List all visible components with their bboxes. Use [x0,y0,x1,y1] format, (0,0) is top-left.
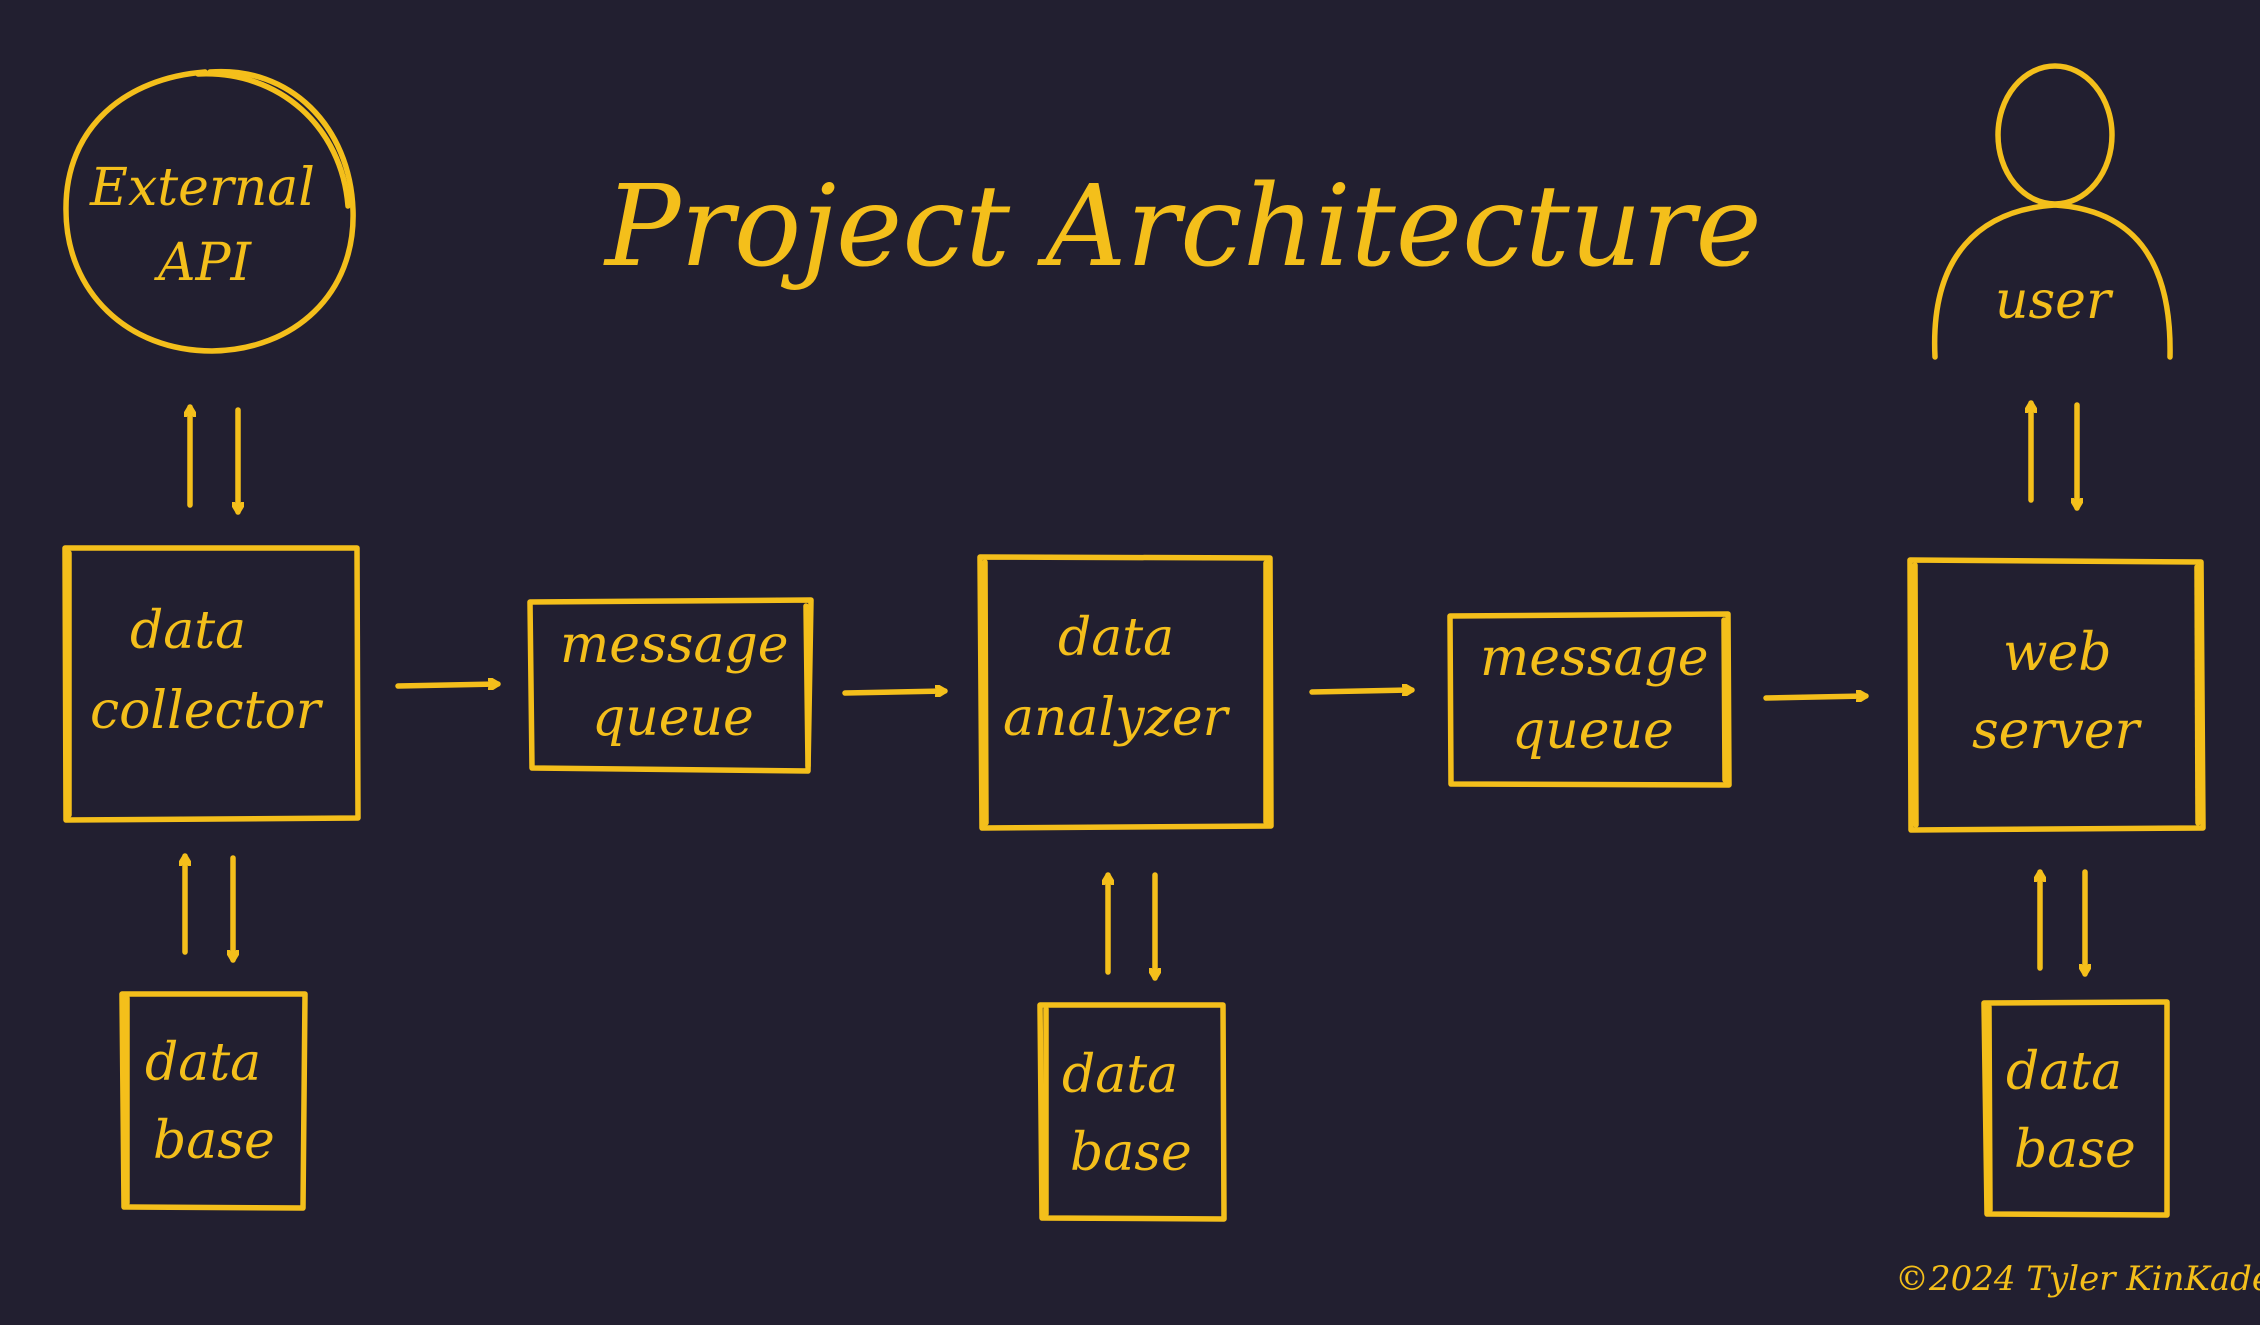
database-1-node: data base [119,991,308,1211]
user-node: user [1931,63,2173,360]
copyright-text: ©2024 Tyler KinKade [1895,1259,2260,1299]
database-3-label-line1: data [2006,1042,2122,1102]
database-1-label-line2: base [153,1111,275,1171]
data-collector-node: data collector [62,545,361,823]
database-1-label-line1: data [145,1033,261,1093]
external-api-label-line2: API [154,233,253,293]
database-3-label-line2: base [2014,1120,2136,1180]
server-database-arrows [2040,869,2085,977]
page-title: Project Architecture [603,162,1762,292]
web-server-node: web server [1907,557,2206,833]
message-queue-2-label-line1: message [1480,628,1709,688]
user-label: user [1995,271,2114,331]
external-api-label-line1: External [89,158,315,218]
data-collector-label-line2: collector [90,681,324,741]
database-3-node: data base [1981,999,2170,1218]
collector-database-arrows [185,853,233,963]
queue-2-to-server-arrow [1763,696,1869,698]
analyzer-database-arrows [1108,872,1155,981]
data-collector-label-line1: data [130,601,246,661]
message-queue-2-label-line2: queue [1512,701,1674,761]
data-analyzer-label-line2: analyzer [1003,688,1231,748]
message-queue-1-label-line2: queue [592,688,754,748]
web-server-label-line1: web [2003,623,2112,683]
database-2-label-line2: base [1070,1123,1192,1183]
analyzer-to-queue-2-arrow [1309,690,1415,692]
queue-1-to-analyzer-arrow [842,691,948,693]
collector-to-queue-1-arrow [395,684,501,686]
server-user-arrows [2031,400,2077,511]
database-2-node: data base [1037,1002,1227,1222]
external-api-node: External API [63,68,356,354]
data-analyzer-label-line1: data [1058,608,1174,668]
message-queue-2-node: message queue [1447,611,1732,788]
database-2-label-line1: data [1062,1045,1178,1105]
message-queue-1-label-line1: message [560,615,789,675]
user-body-icon [1931,202,2173,360]
data-analyzer-node: data analyzer [977,554,1274,831]
external-api-collector-arrows [190,404,238,515]
message-queue-1-node: message queue [527,597,814,774]
web-server-label-line2: server [1972,701,2142,761]
